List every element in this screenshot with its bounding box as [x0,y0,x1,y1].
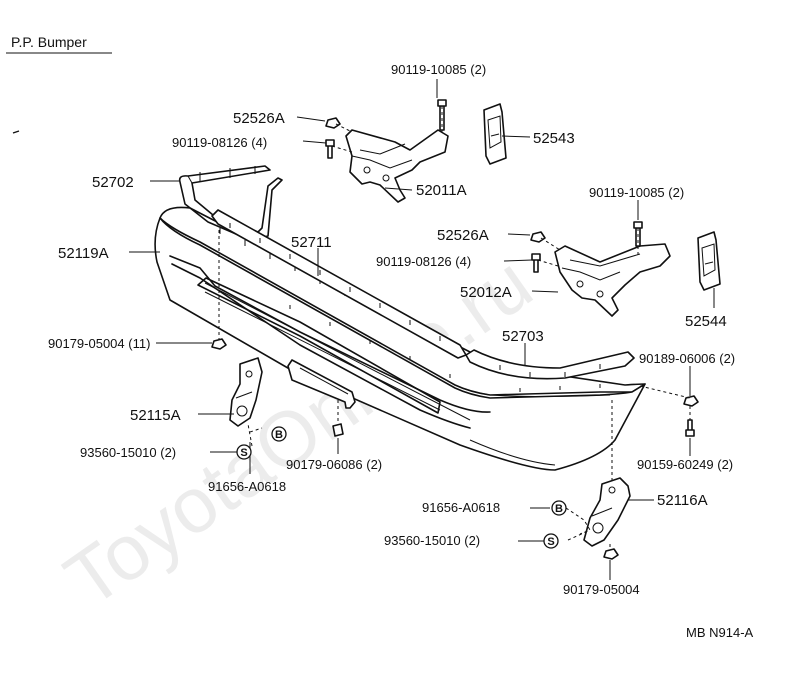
margin-mark [12,130,20,134]
callout-90189-06006: 90189-06006 (2) [639,351,735,366]
callout-91656-A0618-left: 91656-A0618 [208,479,286,494]
callout-90119-10085-right: 90119-10085 (2) [589,185,684,200]
symbol-s-right: S [543,533,559,549]
side-bracket-52116A [583,477,631,547]
reinforcement-52702 [178,165,283,241]
bracket-52012A [554,243,671,317]
diagram-title: P.P. Bumper [11,34,87,50]
callout-52543: 52543 [533,130,575,147]
callout-52711: 52711 [291,234,332,251]
assembly-lines [218,106,691,550]
callout-90159-60249: 90159-60249 (2) [637,457,733,472]
callout-91656-A0618-right: 91656-A0618 [422,500,500,515]
callout-93560-15010-left: 93560-15010 (2) [80,445,176,460]
extension-52703 [465,349,635,380]
callout-52526A-top: 52526A [233,110,285,127]
callout-52011A: 52011A [416,182,467,199]
callout-93560-15010-right: 93560-15010 (2) [384,533,480,548]
svg-text:B: B [555,503,563,515]
svg-text:S: S [240,447,247,459]
callout-52116A: 52116A [657,492,708,509]
callout-52544: 52544 [685,313,727,330]
callout-52526A-mid: 52526A [437,227,489,244]
callout-52702: 52702 [92,174,134,191]
svg-text:S: S [547,536,554,548]
retainer-52543 [483,103,507,165]
symbol-b-right: B [551,500,567,516]
figure-code: MB N914-A [686,625,754,640]
fasteners [211,99,699,560]
callout-90179-05004-11: 90179-05004 (11) [48,336,150,351]
symbol-b-left: B [271,426,287,442]
callout-52703: 52703 [502,328,544,345]
license-plate-bracket [287,359,356,409]
callout-52115A: 52115A [130,407,181,424]
callout-90179-06086: 90179-06086 (2) [286,457,382,472]
side-bracket-52115A [229,357,263,427]
callout-90119-08126-mid: 90119-08126 (4) [376,254,471,269]
retainer-52544 [697,231,721,291]
callout-90119-10085-top: 90119-10085 (2) [391,62,486,77]
svg-text:B: B [275,429,283,441]
bracket-52011A [345,129,449,203]
callout-90119-08126-top: 90119-08126 (4) [172,135,267,150]
symbol-s-left: S [236,444,252,460]
callout-52119A: 52119A [58,245,109,262]
callout-90179-05004: 90179-05004 [563,582,640,597]
callout-52012A: 52012A [460,284,512,301]
leader-lines [129,79,715,580]
